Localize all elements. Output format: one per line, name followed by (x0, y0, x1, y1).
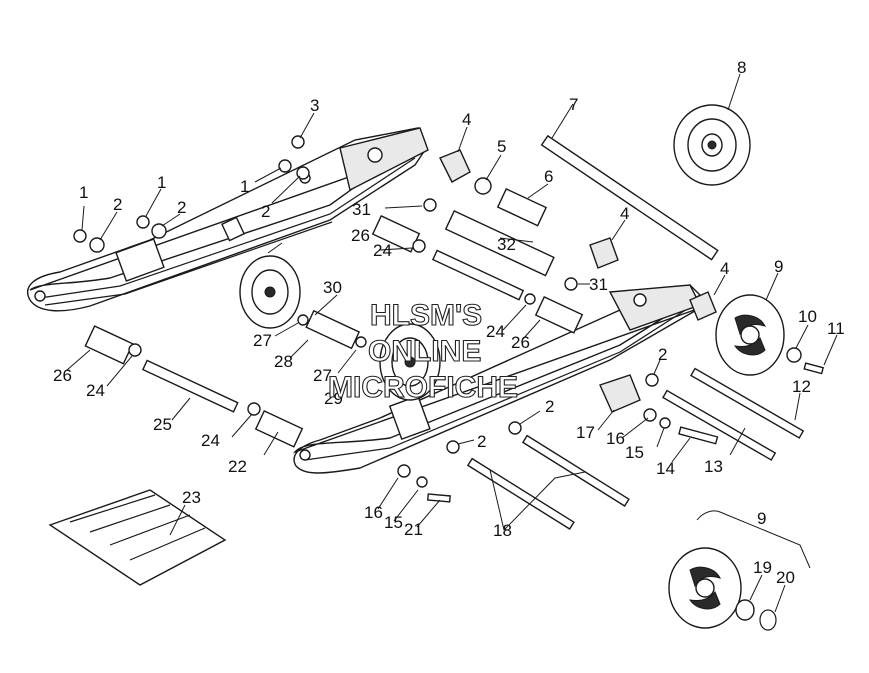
callout-19: 19 (753, 558, 772, 577)
callout-22: 22 (228, 457, 247, 476)
callout-13: 13 (704, 457, 723, 476)
callout-2: 2 (545, 397, 554, 416)
callout-11: 11 (827, 319, 845, 338)
callout-24: 24 (201, 431, 220, 450)
callout-26: 26 (511, 333, 530, 352)
leader-lines (66, 73, 838, 613)
callout-21: 21 (404, 520, 423, 539)
callout-15: 15 (384, 513, 403, 532)
callout-12: 12 (792, 377, 811, 396)
callout-labels: 1 1 1 2 2 2 2 2 2 3 4 4 4 5 6 7 8 9 9 10… (53, 58, 845, 587)
callout-1: 1 (157, 173, 166, 192)
callout-26: 26 (53, 366, 72, 385)
rail-slide-wear-strip (48, 489, 227, 586)
callout-16: 16 (606, 429, 625, 448)
callout-24: 24 (486, 322, 505, 341)
callout-25: 25 (153, 415, 172, 434)
left-slide-rail (27, 127, 429, 312)
callout-24: 24 (86, 381, 105, 400)
shafts (141, 134, 825, 530)
callout-20: 20 (776, 568, 795, 587)
callout-31: 31 (352, 200, 371, 219)
callout-23: 23 (182, 488, 201, 507)
callout-1: 1 (240, 177, 249, 196)
callout-26: 26 (351, 226, 370, 245)
pivot-arms (439, 149, 717, 413)
callout-2: 2 (477, 432, 486, 451)
callout-15: 15 (625, 443, 644, 462)
watermark-line-1: HLSM'S (370, 299, 482, 332)
callout-14: 14 (656, 459, 675, 478)
callout-2: 2 (177, 198, 186, 217)
spacer-tubes (84, 188, 584, 448)
callout-24: 24 (373, 241, 392, 260)
callout-27: 27 (313, 366, 332, 385)
callout-32: 32 (497, 235, 516, 254)
callout-9: 9 (774, 257, 783, 276)
idler-wheel-right (715, 294, 785, 376)
callout-31: 31 (589, 275, 608, 294)
callout-4: 4 (720, 259, 729, 278)
callout-28: 28 (274, 352, 293, 371)
callout-27: 27 (253, 331, 272, 350)
callout-10: 10 (798, 307, 817, 326)
callout-1: 1 (79, 183, 88, 202)
callout-29: 29 (324, 389, 343, 408)
callout-5: 5 (497, 137, 506, 156)
callout-30: 30 (323, 278, 342, 297)
callout-18: 18 (493, 521, 512, 540)
callout-4: 4 (620, 204, 629, 223)
watermark-line-3: MICROFICHE (328, 371, 518, 404)
idler-wheel-mid-left (239, 255, 301, 329)
callout-6: 6 (544, 167, 553, 186)
callout-7: 7 (569, 95, 578, 114)
idler-wheel-kit (668, 547, 777, 631)
callout-8: 8 (737, 58, 746, 77)
washers-and-nuts (73, 135, 802, 488)
callout-3: 3 (310, 96, 319, 115)
watermark: HLSM'S ONLINE MICROFICHE (327, 298, 518, 404)
callout-2: 2 (658, 345, 667, 364)
callout-4: 4 (462, 110, 471, 129)
callout-9: 9 (757, 509, 766, 528)
callout-16: 16 (364, 503, 383, 522)
callout-2: 2 (113, 195, 122, 214)
callout-2: 2 (261, 202, 270, 221)
watermark-line-2: ONLINE (368, 335, 481, 368)
idler-wheel-top (673, 104, 751, 186)
idler-wheel-center (379, 323, 441, 401)
callout-17: 17 (576, 423, 595, 442)
